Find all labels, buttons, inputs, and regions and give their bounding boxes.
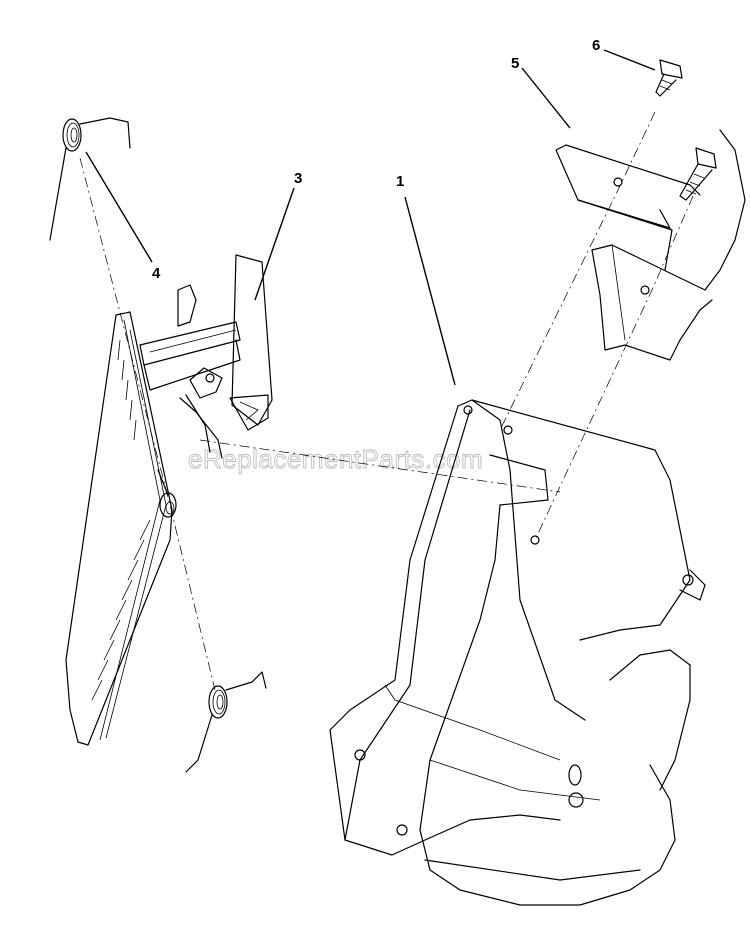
hinge-bracket: [139, 254, 273, 459]
torsion-spring-lower: [185, 671, 267, 773]
bolt-upper: [655, 59, 683, 97]
assembly-centerlines: [79, 111, 694, 691]
callout-5: 5: [511, 55, 519, 72]
mounting-plate: [555, 129, 746, 361]
discharge-chute: [329, 399, 706, 906]
callout-6: 6: [592, 37, 600, 54]
callout-4: 4: [152, 265, 161, 282]
watermark: eReplacementParts.com: [188, 444, 483, 474]
torsion-spring-upper: [49, 117, 131, 241]
callout-3: 3: [294, 170, 302, 187]
deflector-flap: [65, 311, 177, 746]
callout-1: 1: [396, 173, 404, 190]
callout-leaders: [85, 49, 656, 386]
bolt-lower: [679, 147, 717, 201]
